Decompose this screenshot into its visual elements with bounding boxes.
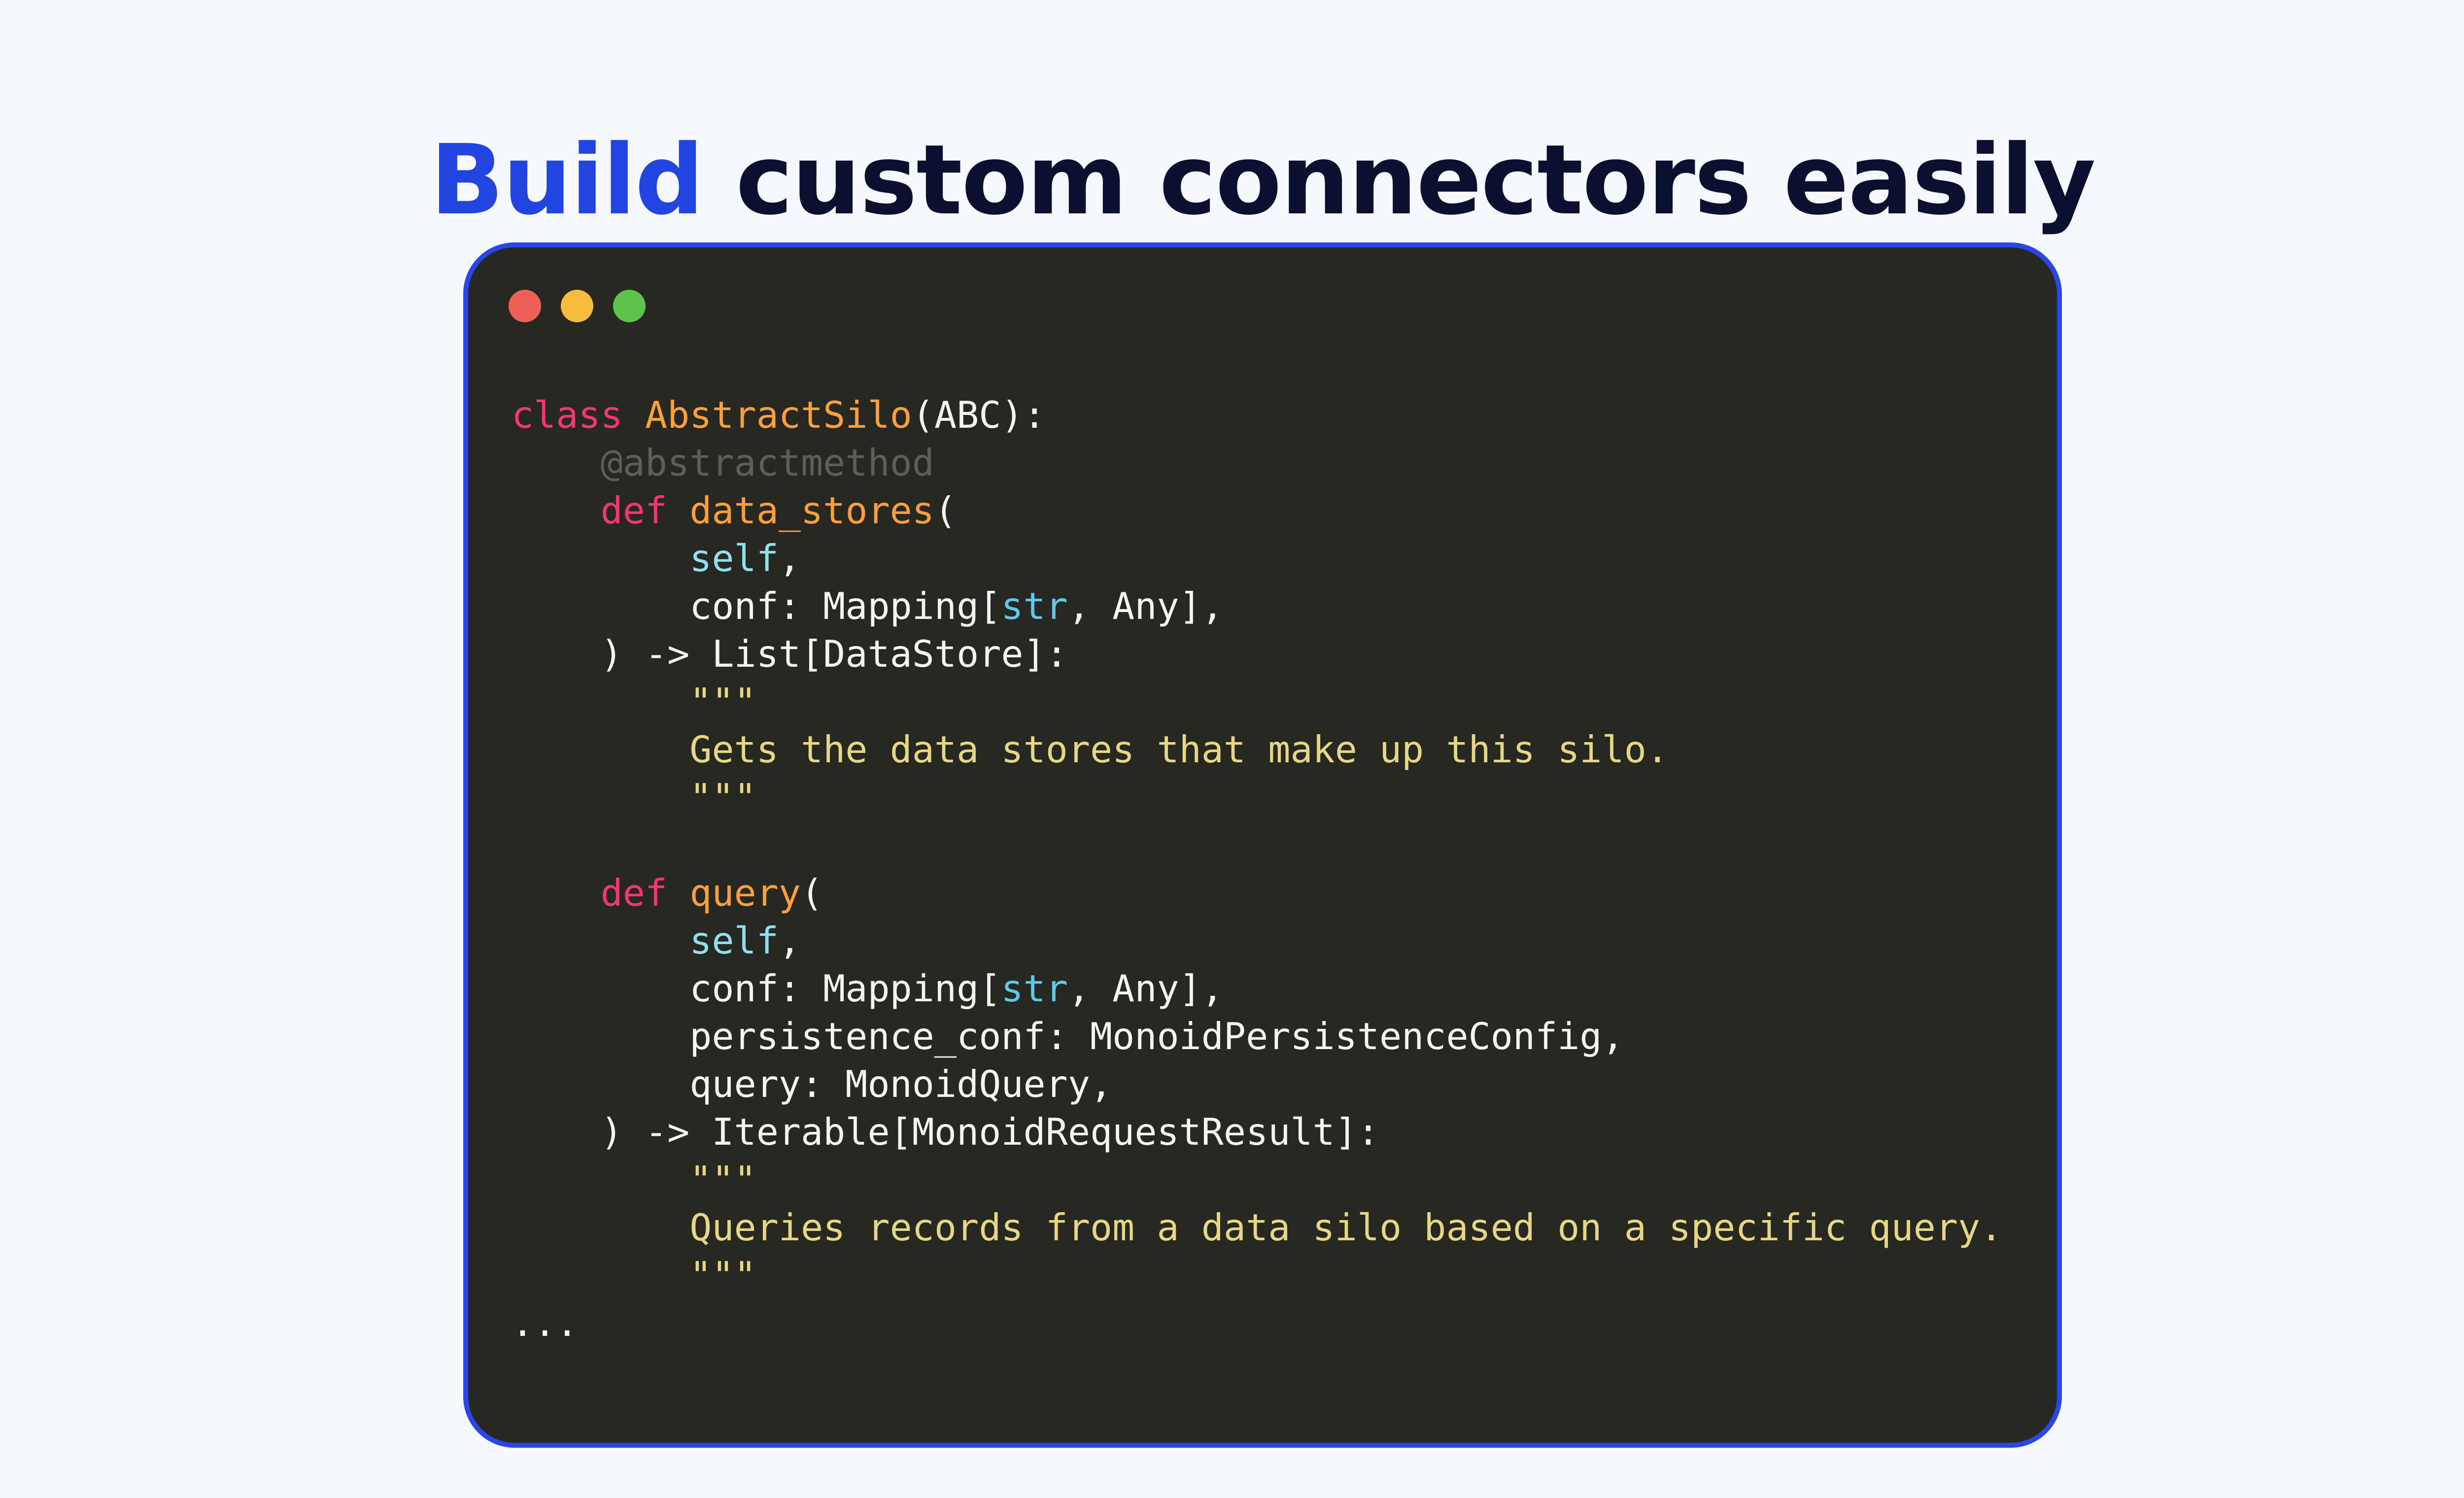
function-name-token: data_stores xyxy=(689,489,934,532)
keyword-token: class xyxy=(512,393,623,437)
keyword-token: def xyxy=(600,489,668,532)
code-line: """ xyxy=(512,1156,2002,1204)
code-line: def query( xyxy=(600,871,823,915)
code-line: Gets the data stores that make up this s… xyxy=(512,726,2002,774)
code-line: @abstractmethod xyxy=(512,439,2002,487)
class-name-token: AbstractSilo xyxy=(645,393,912,437)
code-line: query: MonoidQuery, xyxy=(689,1062,1113,1106)
headline-rest: custom connectors easily xyxy=(703,124,2096,237)
code-line-blank xyxy=(512,821,2002,869)
code-line: """ xyxy=(512,678,2002,726)
code-line: ) -> Iterable[MonoidRequestResult]: xyxy=(600,1110,1380,1154)
code-line: Queries records from a data silo based o… xyxy=(512,1204,2002,1252)
code-line: ) -> List[DataStore]: xyxy=(600,632,1068,676)
page-headline: Build custom connectors easily xyxy=(0,119,2464,242)
code-line: """ xyxy=(512,1252,2002,1299)
code-line: class AbstractSilo(ABC): xyxy=(512,393,1046,437)
self-token: self xyxy=(689,537,779,580)
decorator-token: @abstractmethod xyxy=(600,441,934,484)
maximize-dot[interactable] xyxy=(613,290,646,322)
close-dot[interactable] xyxy=(509,290,541,322)
docstring-token: """ xyxy=(689,1158,756,1201)
window-controls xyxy=(509,290,646,322)
headline-accent: Build xyxy=(430,124,704,237)
code-line: conf: Mapping[str, Any], xyxy=(689,967,1224,1010)
code-line: persistence_conf: MonoidPersistenceConfi… xyxy=(689,1015,1624,1058)
docstring-token: """ xyxy=(689,680,756,723)
code-line: ... xyxy=(512,1299,2002,1347)
code-line: """ xyxy=(512,774,2002,821)
code-block: class AbstractSilo(ABC): @abstractmethod… xyxy=(512,391,2002,1347)
code-line: conf: Mapping[str, Any], xyxy=(689,584,1224,628)
function-name-token: query xyxy=(689,871,801,915)
code-line: def data_stores( xyxy=(600,489,957,532)
keyword-token: def xyxy=(600,871,668,915)
self-token: self xyxy=(689,919,779,962)
builtin-token: str xyxy=(1001,967,1068,1010)
docstring-token: Queries records from a data silo based o… xyxy=(689,1206,2003,1249)
code-window: class AbstractSilo(ABC): @abstractmethod… xyxy=(463,242,2062,1448)
docstring-token: """ xyxy=(689,776,756,819)
code-line: self, xyxy=(689,537,801,580)
docstring-token: """ xyxy=(689,1254,756,1297)
builtin-token: str xyxy=(1001,584,1068,628)
minimize-dot[interactable] xyxy=(561,290,593,322)
ellipsis-token: ... xyxy=(512,1301,579,1345)
docstring-token: Gets the data stores that make up this s… xyxy=(689,728,1669,771)
code-line: self, xyxy=(689,919,801,962)
